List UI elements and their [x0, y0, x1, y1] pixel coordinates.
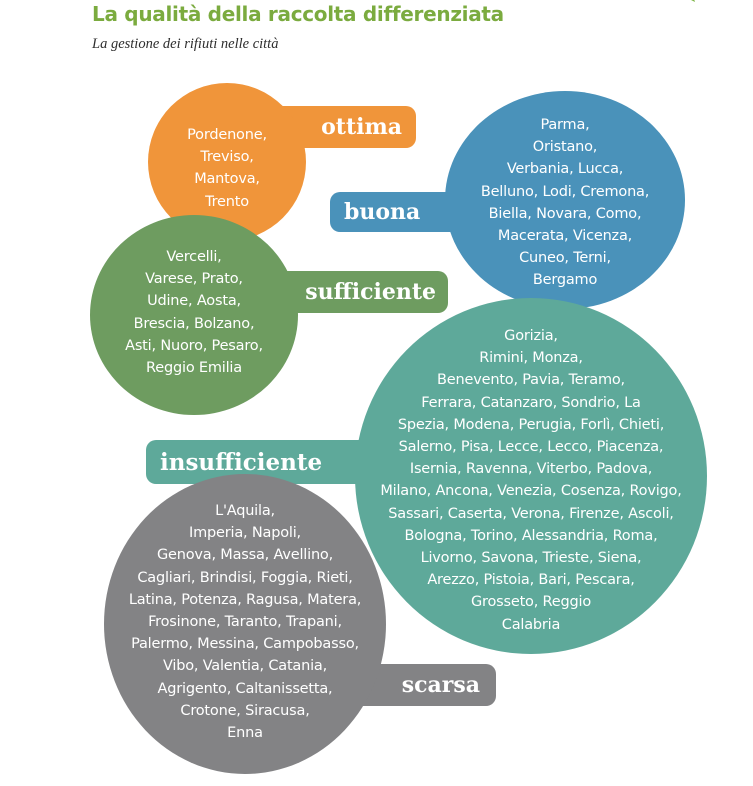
ottima-cities: Pordenone,Treviso,Mantova,Trento: [187, 127, 267, 210]
ottima-circle: [148, 83, 306, 241]
insufficiente-circle: [355, 298, 707, 654]
recycle-arrows-icon: [691, 0, 695, 2]
page-subtitle: La gestione dei rifiuti nelle città: [92, 36, 279, 52]
page-title: La qualità della raccolta differenziata: [92, 2, 504, 26]
scarsa-cities: L'Aquila,Imperia, Napoli,Genova, Massa, …: [128, 503, 362, 742]
buona-label-text: buona: [344, 199, 421, 225]
scarsa-circle: [104, 474, 386, 774]
buona-circle: [445, 91, 685, 309]
insufficiente-cities: Gorizia,Rimini, Monza,Benevento, Pavia, …: [380, 328, 682, 633]
insufficiente-label-text: insufficiente: [160, 448, 323, 476]
scarsa-label-text: scarsa: [401, 672, 480, 698]
ottima-label-text: ottima: [321, 114, 402, 140]
sufficiente-cities: Vercelli,Varese, Prato,Udine, Aosta,Bres…: [125, 249, 263, 377]
buona-cities: Parma,Oristano,Verbania, Lucca,Belluno, …: [480, 117, 650, 289]
sufficiente-circle: [90, 215, 298, 415]
sufficiente-label-text: sufficiente: [305, 279, 436, 305]
